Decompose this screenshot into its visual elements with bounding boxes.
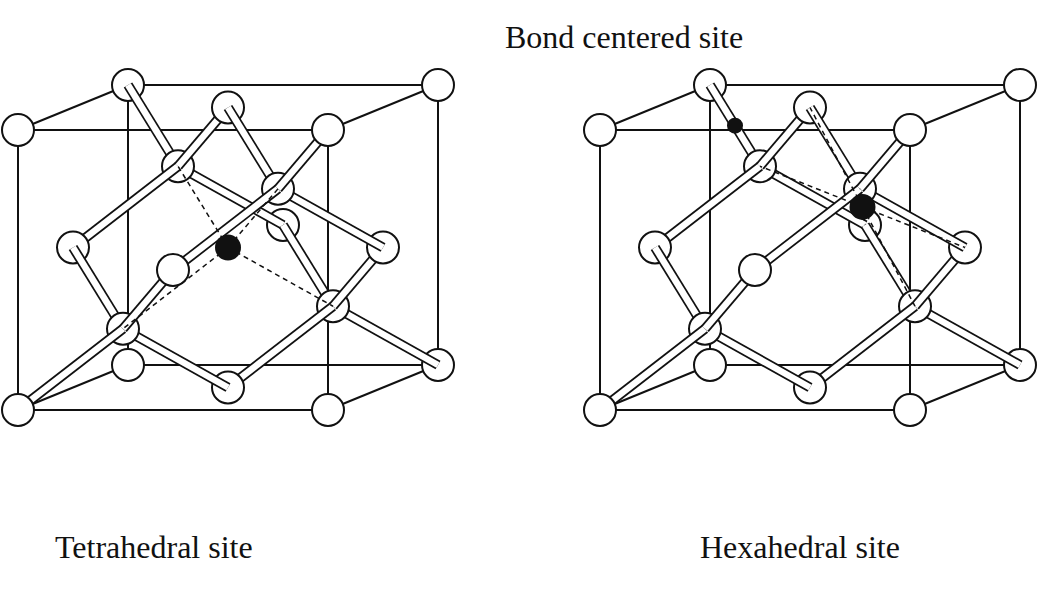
bond-outline (333, 306, 438, 365)
cube-edge (910, 365, 1020, 410)
si-atom (2, 394, 34, 426)
cube-edge (17, 130, 19, 410)
cube-edge (18, 129, 328, 131)
cube-edge (600, 85, 710, 130)
bond-outline (123, 329, 228, 388)
cube-edge (599, 130, 601, 410)
si-atom (739, 254, 771, 286)
cube-edge (600, 409, 910, 411)
cube-edge (909, 130, 911, 410)
neighbor-line (178, 166, 228, 247)
si-atom (2, 114, 34, 146)
neighbor-line (863, 207, 966, 248)
unit-cell-left (2, 69, 454, 426)
site-label: Hexahedral site (700, 530, 900, 565)
bond-fill (655, 166, 760, 247)
cube-edge (18, 85, 128, 130)
bond-fill (73, 166, 178, 247)
bond-outline (915, 306, 1020, 365)
bond-outline (810, 306, 915, 387)
cube-edge (328, 85, 438, 130)
cube-edge (1019, 85, 1021, 365)
bond-centered-impurity (727, 118, 743, 134)
cube-edge (437, 85, 439, 365)
cube-edge (910, 85, 1020, 130)
bond-fill (278, 189, 383, 248)
si-atom (312, 394, 344, 426)
bond-outline (228, 306, 333, 387)
bond-outline (860, 189, 965, 248)
bond-fill (333, 306, 438, 365)
si-atom (112, 349, 144, 381)
neighbor-line (760, 166, 863, 207)
cube-edge (327, 130, 329, 410)
cube-edge (128, 364, 438, 366)
bond-fill (860, 189, 965, 248)
bond-fill (600, 329, 705, 410)
bond-fill (705, 329, 810, 388)
si-atom (422, 69, 454, 101)
bond-outline (18, 329, 123, 410)
neighbor-line (863, 207, 916, 306)
cube-edge (600, 129, 910, 131)
site-label: Tetrahedral site (55, 530, 253, 565)
bond-outline (655, 166, 760, 247)
bond-outline (705, 329, 810, 388)
interstitial-impurity (215, 235, 241, 261)
bond-outline (73, 166, 178, 247)
bond-fill (810, 306, 915, 387)
bond-outline (755, 189, 860, 270)
bond-outline (173, 189, 278, 270)
si-atom (894, 114, 926, 146)
bond-fill (755, 189, 860, 270)
si-atom (584, 394, 616, 426)
site-label: Bond centered site (505, 20, 743, 55)
si-atom (694, 349, 726, 381)
neighbor-line (228, 248, 333, 307)
neighbor-line (810, 108, 863, 207)
cube-edge (18, 409, 328, 411)
bond-fill (173, 189, 278, 270)
bond-fill (123, 329, 228, 388)
si-atom (312, 114, 344, 146)
interstitial-impurity (850, 194, 876, 220)
bond-fill (18, 329, 123, 410)
bond-fill (915, 306, 1020, 365)
si-atom (1004, 69, 1036, 101)
unit-cell-right (584, 69, 1036, 426)
si-atom (584, 114, 616, 146)
bond-outline (600, 329, 705, 410)
bond-outline (278, 189, 383, 248)
cube-edge (328, 365, 438, 410)
cube-edge (710, 364, 1020, 366)
si-atom (894, 394, 926, 426)
bond-fill (228, 306, 333, 387)
neighbor-line (123, 248, 228, 329)
cube-edge (128, 84, 438, 86)
cube-edge (710, 84, 1020, 86)
